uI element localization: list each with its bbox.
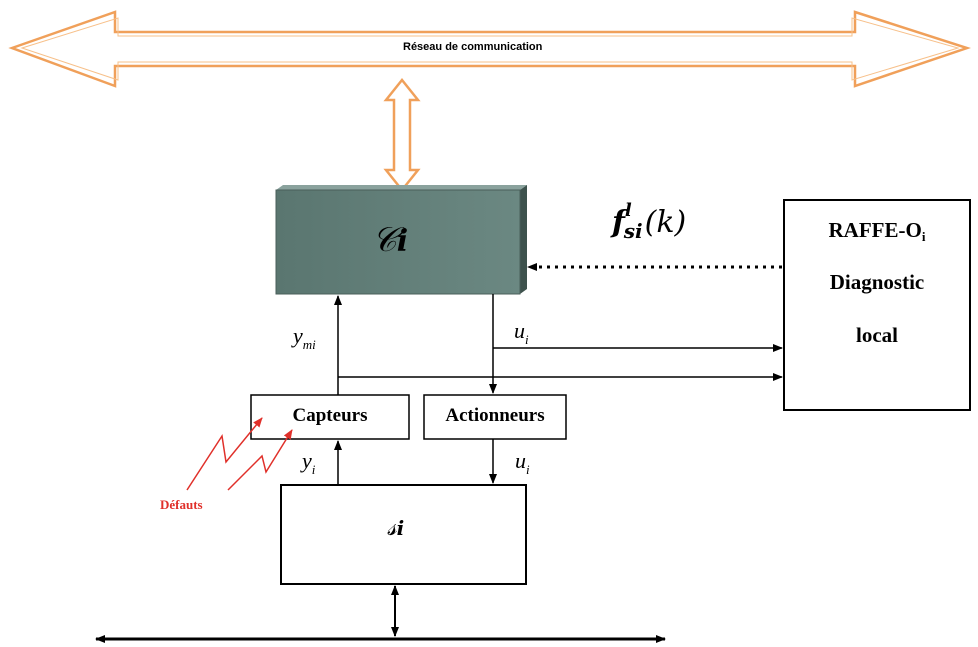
ymi-label: ymi [293, 323, 316, 352]
diagnosis-line2: Diagnostic [829, 270, 925, 294]
diagnosis-box [783, 199, 971, 411]
fault-estimate-label: flsi(k) [612, 200, 687, 243]
diagnosis-title: RAFFE-Oi [828, 218, 926, 244]
ui-bottom-label: ui [515, 448, 530, 477]
actuators-label: Actionneurs [445, 405, 545, 426]
ui-top-label: ui [514, 318, 529, 347]
faults-label: Défauts [160, 497, 203, 512]
system-box [280, 484, 527, 585]
system-label: 𝓈i [387, 512, 405, 542]
network-label: Réseau de communication [403, 41, 543, 53]
fault-bolts [186, 417, 293, 491]
actuators-box [423, 394, 567, 440]
controller-block [275, 185, 527, 295]
diagnosis-line3: local [856, 323, 898, 347]
network-controller-link [383, 77, 421, 193]
sensors-label: Capteurs [292, 405, 368, 426]
network-arrow [8, 10, 971, 88]
sensors-box [250, 394, 410, 440]
controller-label: 𝒞i [372, 220, 409, 260]
yi-label: yi [302, 448, 316, 477]
